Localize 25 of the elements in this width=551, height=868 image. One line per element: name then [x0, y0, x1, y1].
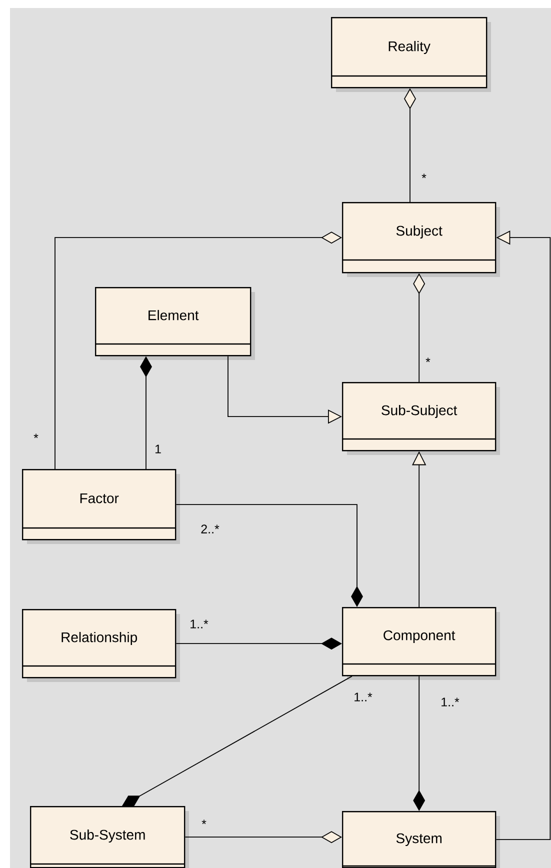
connector: [413, 676, 426, 811]
connector: [54, 232, 342, 470]
multiplicity-label: 2..*: [200, 524, 220, 534]
multiplicity-label: 1: [154, 444, 162, 454]
class-box: Relationship: [22, 609, 180, 682]
class-box: Sub-System: [30, 806, 189, 868]
multiplicity-label: 1..*: [188, 618, 210, 630]
class-box: Reality: [331, 17, 491, 92]
connector: [496, 230, 551, 840]
multiplicity-label: *: [200, 818, 208, 830]
multiplicity-label: *: [424, 356, 432, 368]
multiplicity-label: 1..*: [440, 696, 460, 708]
class-box: System: [342, 811, 500, 868]
class-box: Sub-Subject: [342, 382, 500, 455]
multiplicity-label: *: [32, 432, 40, 444]
multiplicity-label: *: [420, 172, 428, 184]
connector: [184, 831, 342, 844]
connector: [122, 676, 352, 806]
class-box: Element: [95, 287, 255, 360]
connector: [176, 638, 342, 650]
multiplicity-label: 1..*: [352, 692, 374, 702]
class-box: Component: [342, 607, 500, 680]
connector: [176, 504, 363, 607]
class-box: Subject: [342, 202, 500, 277]
class-box: Factor: [22, 469, 180, 544]
